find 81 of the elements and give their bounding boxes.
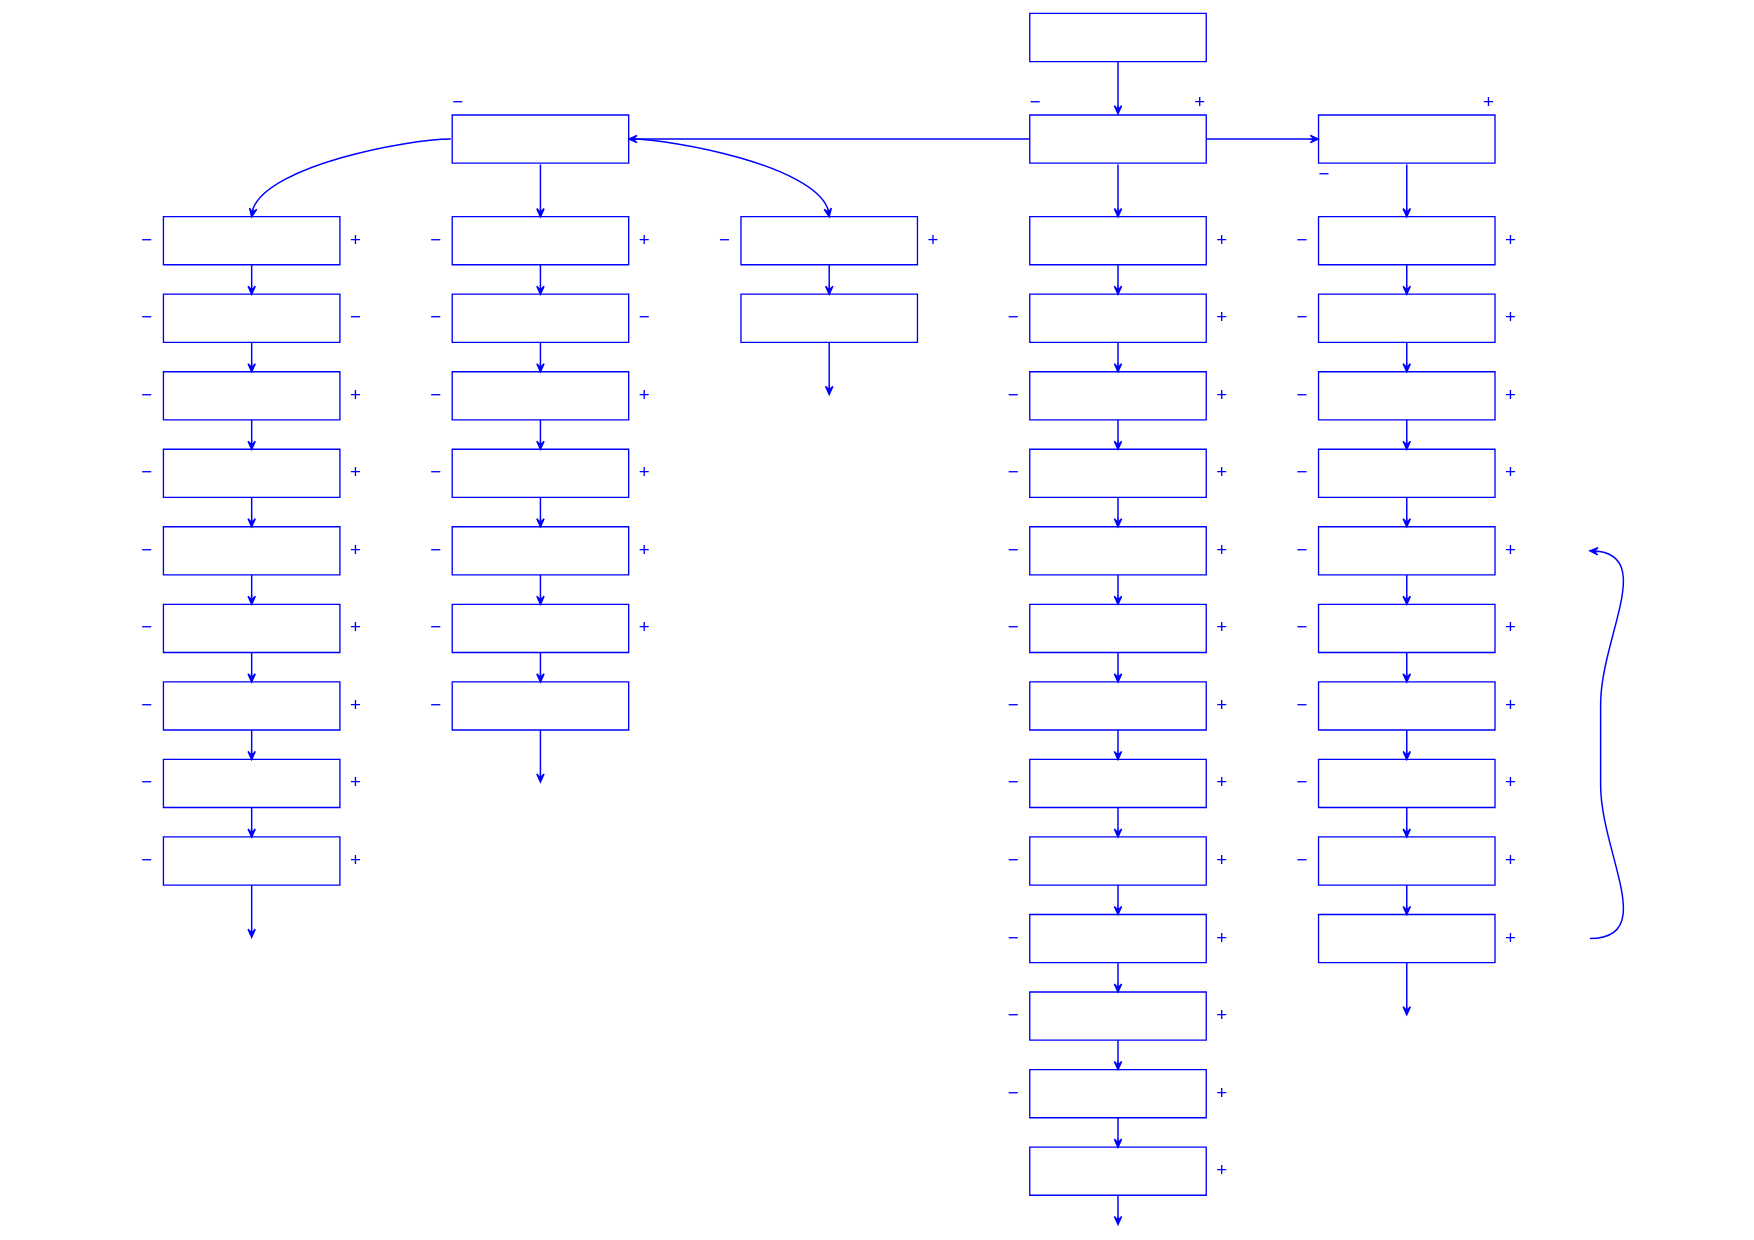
node-label: + bbox=[1504, 926, 1516, 948]
node-label: + bbox=[1215, 538, 1227, 560]
node-label: − bbox=[140, 538, 152, 560]
node-label: − bbox=[718, 228, 730, 250]
node-label: − bbox=[140, 461, 152, 483]
node-label: + bbox=[1215, 306, 1227, 328]
node-label: + bbox=[1504, 228, 1516, 250]
node-label: + bbox=[349, 771, 361, 793]
node-label: − bbox=[1007, 616, 1019, 638]
node-label: + bbox=[1215, 1004, 1227, 1026]
node-label: − bbox=[1295, 383, 1307, 405]
node-label: − bbox=[1007, 1004, 1019, 1026]
node-label: − bbox=[1007, 383, 1019, 405]
node-label: − bbox=[1295, 538, 1307, 560]
node-label: + bbox=[1482, 90, 1494, 112]
node-label: − bbox=[140, 383, 152, 405]
node-label: − bbox=[140, 771, 152, 793]
node-label: + bbox=[1504, 771, 1516, 793]
node-label: + bbox=[926, 228, 938, 250]
node-label: − bbox=[429, 228, 441, 250]
node-label: − bbox=[451, 90, 463, 112]
node-label: − bbox=[1318, 163, 1329, 185]
node-label: − bbox=[1295, 228, 1307, 250]
node-label: + bbox=[1215, 1081, 1227, 1103]
node-label: + bbox=[1215, 461, 1227, 483]
node-label: + bbox=[1215, 228, 1227, 250]
node-label: + bbox=[1215, 926, 1227, 948]
node-label: − bbox=[1007, 1081, 1019, 1103]
node-label: − bbox=[429, 538, 441, 560]
node-label: + bbox=[638, 616, 650, 638]
node-label: + bbox=[1215, 771, 1227, 793]
node-label: + bbox=[1215, 848, 1227, 870]
node-label: − bbox=[140, 228, 152, 250]
node-label: + bbox=[1504, 306, 1516, 328]
node-label: − bbox=[429, 383, 441, 405]
node-label: − bbox=[1007, 538, 1019, 560]
node-label: − bbox=[349, 306, 361, 328]
node-label: + bbox=[349, 461, 361, 483]
node-label: + bbox=[1215, 616, 1227, 638]
node-label: − bbox=[1295, 848, 1307, 870]
node-label: − bbox=[1007, 771, 1019, 793]
node-label: + bbox=[638, 461, 650, 483]
node-label: + bbox=[349, 848, 361, 870]
node-label: − bbox=[1007, 306, 1019, 328]
node-label: − bbox=[140, 616, 152, 638]
node-label: − bbox=[1029, 90, 1041, 112]
node-label: − bbox=[140, 693, 152, 715]
node-label: + bbox=[638, 538, 650, 560]
node-label: − bbox=[1295, 693, 1307, 715]
node-label: − bbox=[1295, 771, 1307, 793]
node-label: + bbox=[1193, 90, 1205, 112]
node-label: + bbox=[349, 616, 361, 638]
node-label: + bbox=[1504, 848, 1516, 870]
node-label: + bbox=[1504, 383, 1516, 405]
node-label: − bbox=[1007, 848, 1019, 870]
node-label: − bbox=[1295, 306, 1307, 328]
node-label: + bbox=[1504, 693, 1516, 715]
node-label: + bbox=[349, 228, 361, 250]
node-label: − bbox=[429, 616, 441, 638]
node-label: + bbox=[1215, 1159, 1227, 1181]
node-label: + bbox=[638, 383, 650, 405]
node-label: + bbox=[349, 383, 361, 405]
node-label: + bbox=[1504, 461, 1516, 483]
node-label: − bbox=[429, 461, 441, 483]
node-label: − bbox=[140, 306, 152, 328]
node-label: + bbox=[1504, 538, 1516, 560]
node-label: + bbox=[349, 538, 361, 560]
node-label: − bbox=[1007, 461, 1019, 483]
node-label: − bbox=[429, 693, 441, 715]
node-label: − bbox=[1295, 616, 1307, 638]
node-label: − bbox=[140, 848, 152, 870]
node-label: − bbox=[1295, 461, 1307, 483]
node-label: + bbox=[349, 693, 361, 715]
node-label: + bbox=[638, 228, 650, 250]
node-label: + bbox=[1504, 616, 1516, 638]
node-label: − bbox=[1007, 693, 1019, 715]
node-label: − bbox=[429, 306, 441, 328]
node-label: − bbox=[1007, 926, 1019, 948]
node-label: + bbox=[1215, 693, 1227, 715]
node-label: − bbox=[638, 306, 650, 328]
node-label: + bbox=[1215, 383, 1227, 405]
